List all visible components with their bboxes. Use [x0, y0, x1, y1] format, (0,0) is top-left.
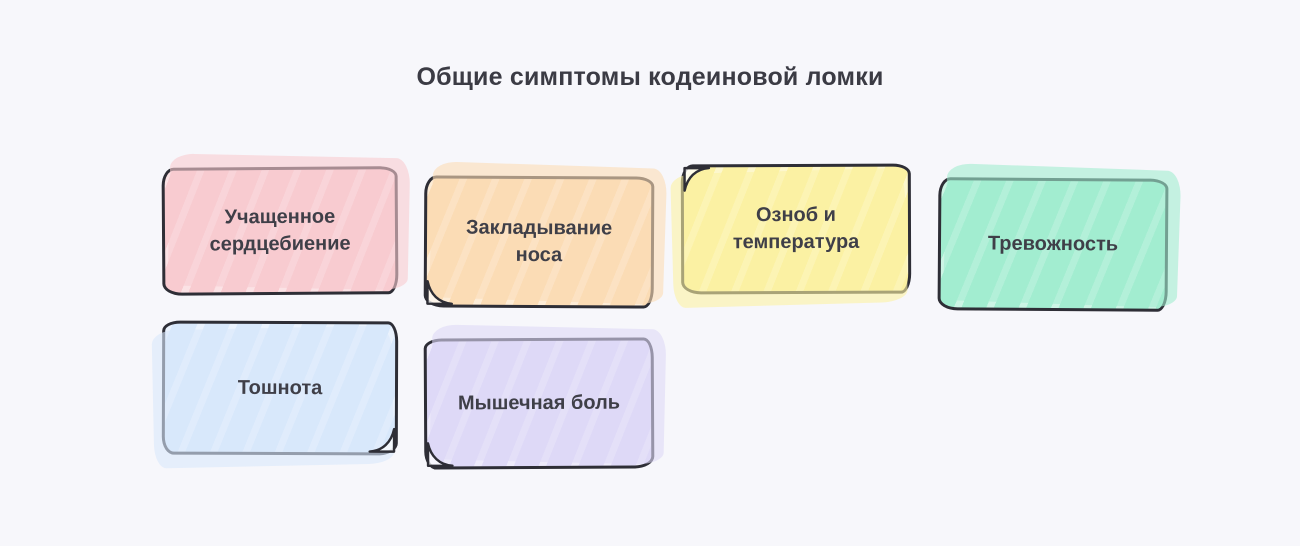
- card-anxiety: Тревожность: [937, 177, 1169, 312]
- card-label: Озноб и температура: [732, 203, 860, 254]
- card-label: Закладывание носа: [465, 216, 613, 267]
- page-curl-icon: [426, 442, 454, 468]
- page-curl-icon: [683, 166, 711, 192]
- page-curl-icon: [368, 427, 396, 453]
- card-label: Мышечная боль: [457, 391, 621, 415]
- card-chills-fever: Озноб и температура: [680, 163, 912, 295]
- card-nausea: Тошнота: [161, 320, 399, 456]
- diagram-title: Общие симптомы кодеиновой ломки: [416, 63, 884, 91]
- page-curl-icon: [426, 279, 454, 306]
- card-label: Учащенное сердцебиение: [209, 205, 351, 256]
- card-rapid-heartbeat: Учащенное сердцебиение: [161, 166, 399, 296]
- card-muscle-pain: Мышечная боль: [423, 337, 655, 470]
- card-nasal-congestion: Закладывание носа: [423, 175, 655, 309]
- card-label: Тревожность: [987, 232, 1119, 256]
- card-label: Тошнота: [237, 376, 323, 399]
